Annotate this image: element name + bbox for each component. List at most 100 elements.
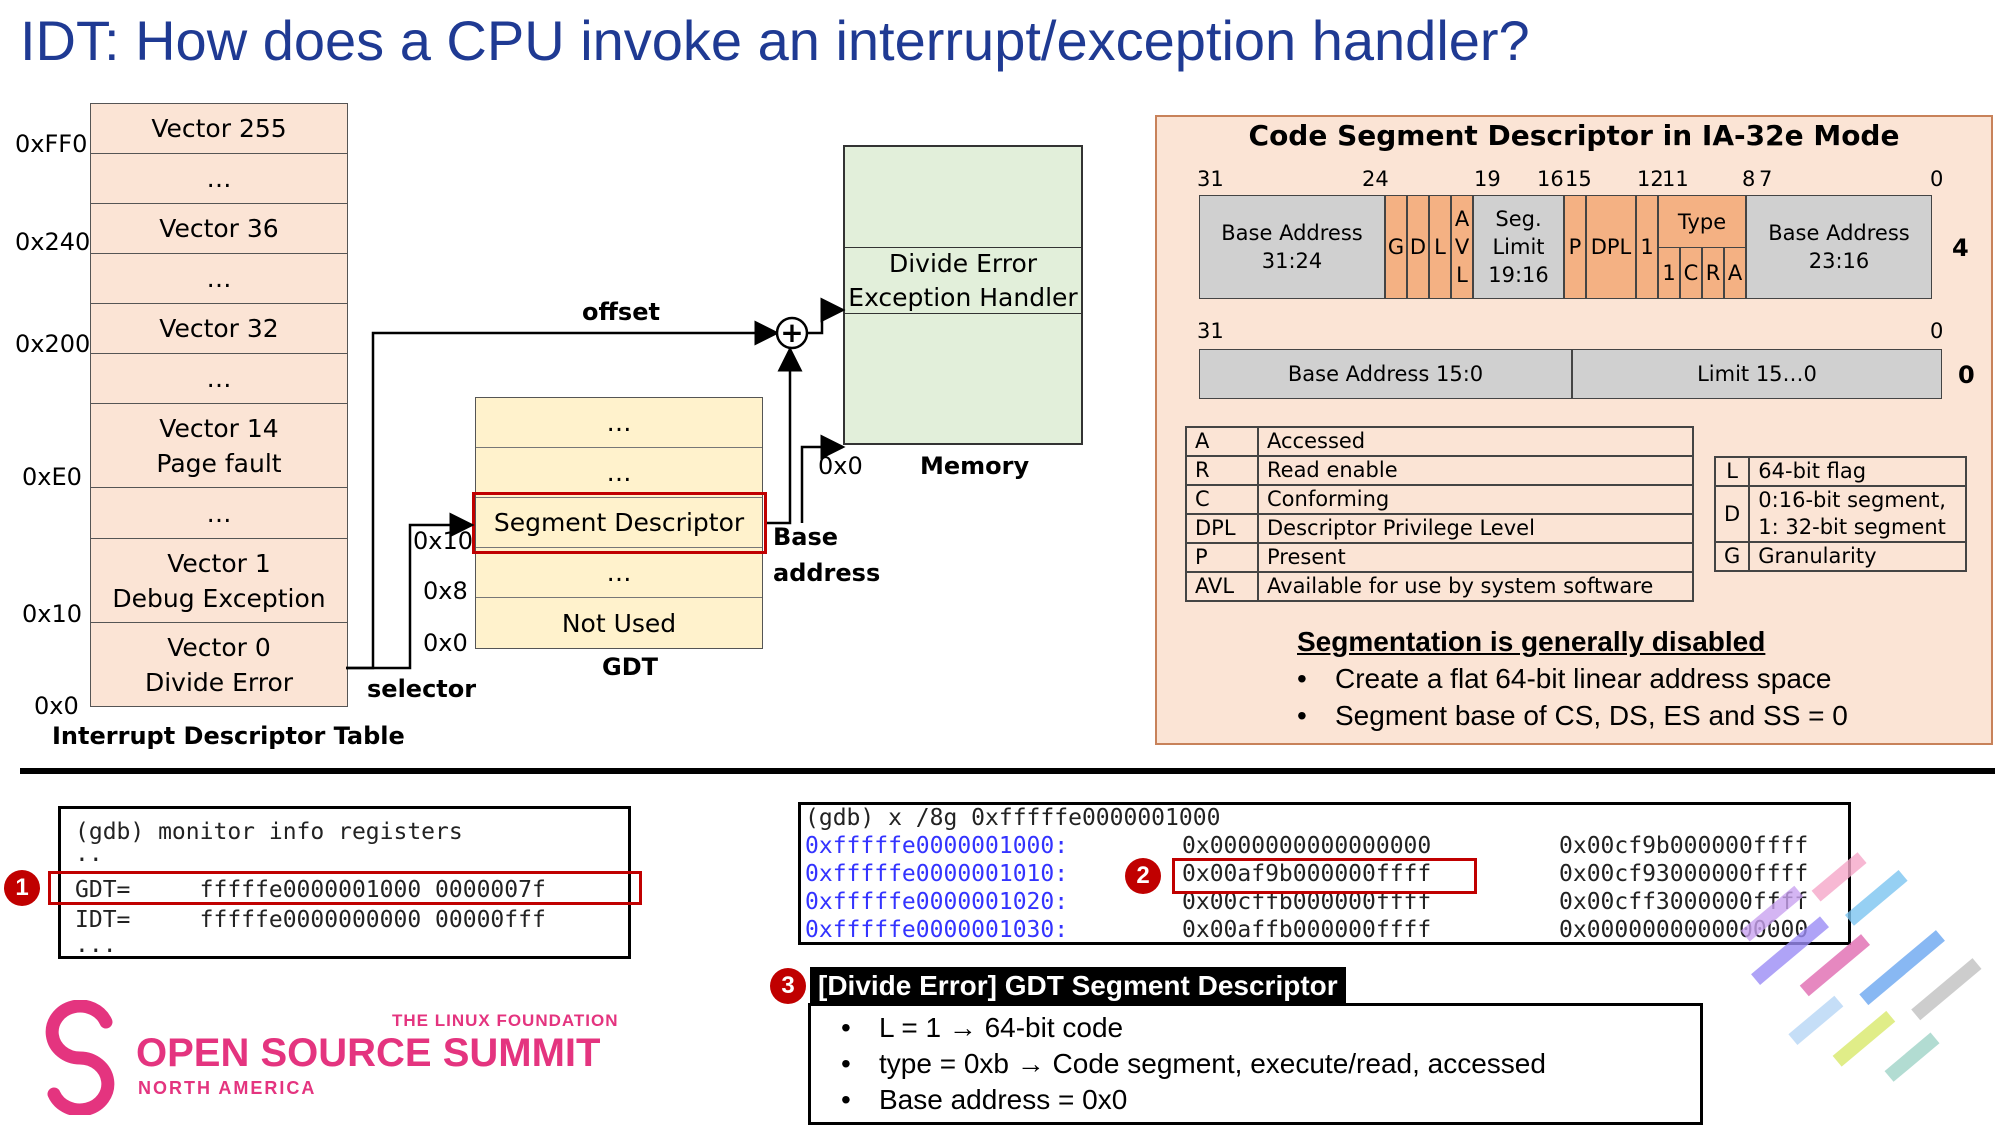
- dump-address: 0xfffffe0000001020:: [805, 889, 1069, 915]
- legend-value: 0:16-bit segment,1: 32-bit segment: [1748, 485, 1967, 543]
- bit-number: 7: [1759, 167, 1773, 191]
- idt-address: 0xE0: [22, 463, 82, 491]
- gdt-row: …: [476, 548, 762, 598]
- idt-row-line: Vector 14: [159, 413, 279, 443]
- idt-row: Vector 36: [91, 204, 347, 254]
- descriptor-value-highlight: [1172, 858, 1477, 894]
- dpl-field: DPL: [1586, 195, 1636, 299]
- idt-row-line: Page fault: [156, 448, 282, 478]
- idt-row: Vector 1 Debug Exception: [91, 539, 347, 623]
- idt-row: Vector 14 Page fault: [91, 404, 347, 488]
- code-segment-descriptor-panel: Code Segment Descriptor in IA-32e Mode 3…: [1155, 115, 1993, 745]
- gdt-offset: 0x8: [423, 577, 468, 605]
- bit-number: 15: [1565, 167, 1592, 191]
- bit-number: 8: [1742, 167, 1756, 191]
- terminal-line: IDT= fffffe0000000000 00000fff: [75, 907, 546, 933]
- descriptor-word-index: 4: [1952, 234, 1969, 262]
- type-bit-a: A: [1724, 247, 1746, 299]
- field-text: 19:16: [1488, 263, 1549, 287]
- memory-caption: Memory: [920, 452, 1030, 480]
- bit-number: 19: [1474, 167, 1501, 191]
- legend-value-line: 1: 32-bit segment: [1758, 515, 1946, 539]
- segment-limit-19-16: Seg. Limit 19:16: [1473, 195, 1564, 299]
- legend-key: L: [1713, 456, 1751, 487]
- step-badge-1: 1: [4, 870, 40, 906]
- bit-number: 0: [1930, 319, 1944, 343]
- dump-address: 0xfffffe0000001010:: [805, 861, 1069, 887]
- type-field: Type: [1658, 195, 1746, 247]
- field-text: Base Address: [1221, 221, 1363, 245]
- idt-row: Vector 0 Divide Error: [91, 623, 347, 706]
- bit-number: 0: [1930, 167, 1944, 191]
- idt-row: …: [91, 354, 347, 404]
- field-text: L: [1456, 263, 1468, 287]
- summary-point: Base address = 0x0: [831, 1082, 1546, 1118]
- step-badge-3: 3: [770, 968, 806, 1004]
- s-bit: 1: [1636, 195, 1658, 299]
- field-text: Seg.: [1495, 207, 1542, 231]
- legend-value: Read enable: [1257, 455, 1694, 486]
- summary-point: L = 1 → 64-bit code: [831, 1010, 1546, 1046]
- idt-address: 0x200: [15, 330, 91, 358]
- terminal-line: GDT= fffffe0000001000 0000007f: [75, 877, 546, 903]
- legend-value: Conforming: [1257, 484, 1694, 515]
- idt-row-line: Debug Exception: [112, 583, 326, 613]
- plus-sign: +: [780, 316, 803, 349]
- gdt-register-highlight: [48, 871, 642, 905]
- memory-base-arrow: [800, 434, 846, 523]
- idt-row: …: [91, 488, 347, 539]
- legend-value: Present: [1257, 542, 1694, 573]
- legend-key: P: [1185, 542, 1259, 573]
- base-address-31-24: Base Address 31:24: [1199, 195, 1385, 299]
- segmentation-point: Create a flat 64-bit linear address spac…: [1287, 660, 1848, 697]
- bit-number: 12: [1637, 167, 1664, 191]
- summary-point: type = 0xb → Code segment, execute/read,…: [831, 1046, 1546, 1082]
- dump-address: 0xfffffe0000001030:: [805, 917, 1069, 943]
- bit-number: 31: [1197, 167, 1224, 191]
- field-text: A: [1454, 207, 1470, 231]
- address-label: address: [773, 559, 881, 587]
- l-bit: L: [1429, 195, 1451, 299]
- memory-block: Divide Error Exception Handler: [843, 145, 1083, 445]
- page-title: IDT: How does a CPU invoke an interrupt/…: [20, 9, 1530, 72]
- gdt-row: …: [476, 448, 762, 498]
- csd-title: Code Segment Descriptor in IA-32e Mode: [1248, 119, 1900, 152]
- bit-number: 24: [1362, 167, 1389, 191]
- idt-row: Vector 32: [91, 304, 347, 354]
- legend-key: D: [1713, 485, 1751, 543]
- handler-line: Exception Handler: [848, 282, 1078, 312]
- field-text: Base Address: [1768, 221, 1910, 245]
- handler-line: Divide Error: [888, 248, 1038, 278]
- idt-row: Vector 255: [91, 104, 347, 154]
- exception-handler-region: Divide Error Exception Handler: [845, 247, 1081, 314]
- terminal-line: ..: [75, 841, 103, 867]
- idt-table: Vector 255 … Vector 36 … Vector 32 … Vec…: [90, 103, 348, 707]
- summary-title: [Divide Error] GDT Segment Descriptor: [810, 967, 1346, 1005]
- idt-row-line: Vector 0: [167, 632, 271, 662]
- legend-key: R: [1185, 455, 1259, 486]
- idt-caption: Interrupt Descriptor Table: [52, 722, 405, 750]
- legend-key: C: [1185, 484, 1259, 515]
- idt-address: 0xFF0: [15, 130, 88, 158]
- bit-number: 31: [1197, 319, 1224, 343]
- field-text: 31:24: [1261, 249, 1323, 273]
- section-divider: [20, 768, 1995, 774]
- legend-key: G: [1713, 541, 1751, 572]
- logo-foundation: THE LINUX FOUNDATION: [392, 1011, 619, 1030]
- bit-number: 16: [1537, 167, 1564, 191]
- legend-key: A: [1185, 426, 1259, 457]
- gdt-row: Segment Descriptor: [476, 498, 762, 548]
- legend-value: Descriptor Privilege Level: [1257, 513, 1694, 544]
- legend-key: DPL: [1185, 513, 1259, 544]
- base-label: Base: [773, 523, 839, 551]
- legend-value: Available for use by system software: [1257, 571, 1694, 602]
- field-text: V: [1454, 235, 1470, 259]
- decorative-pattern: [1740, 852, 1982, 1082]
- terminal-line: ...: [75, 932, 117, 958]
- legend-value: Granularity: [1748, 541, 1967, 572]
